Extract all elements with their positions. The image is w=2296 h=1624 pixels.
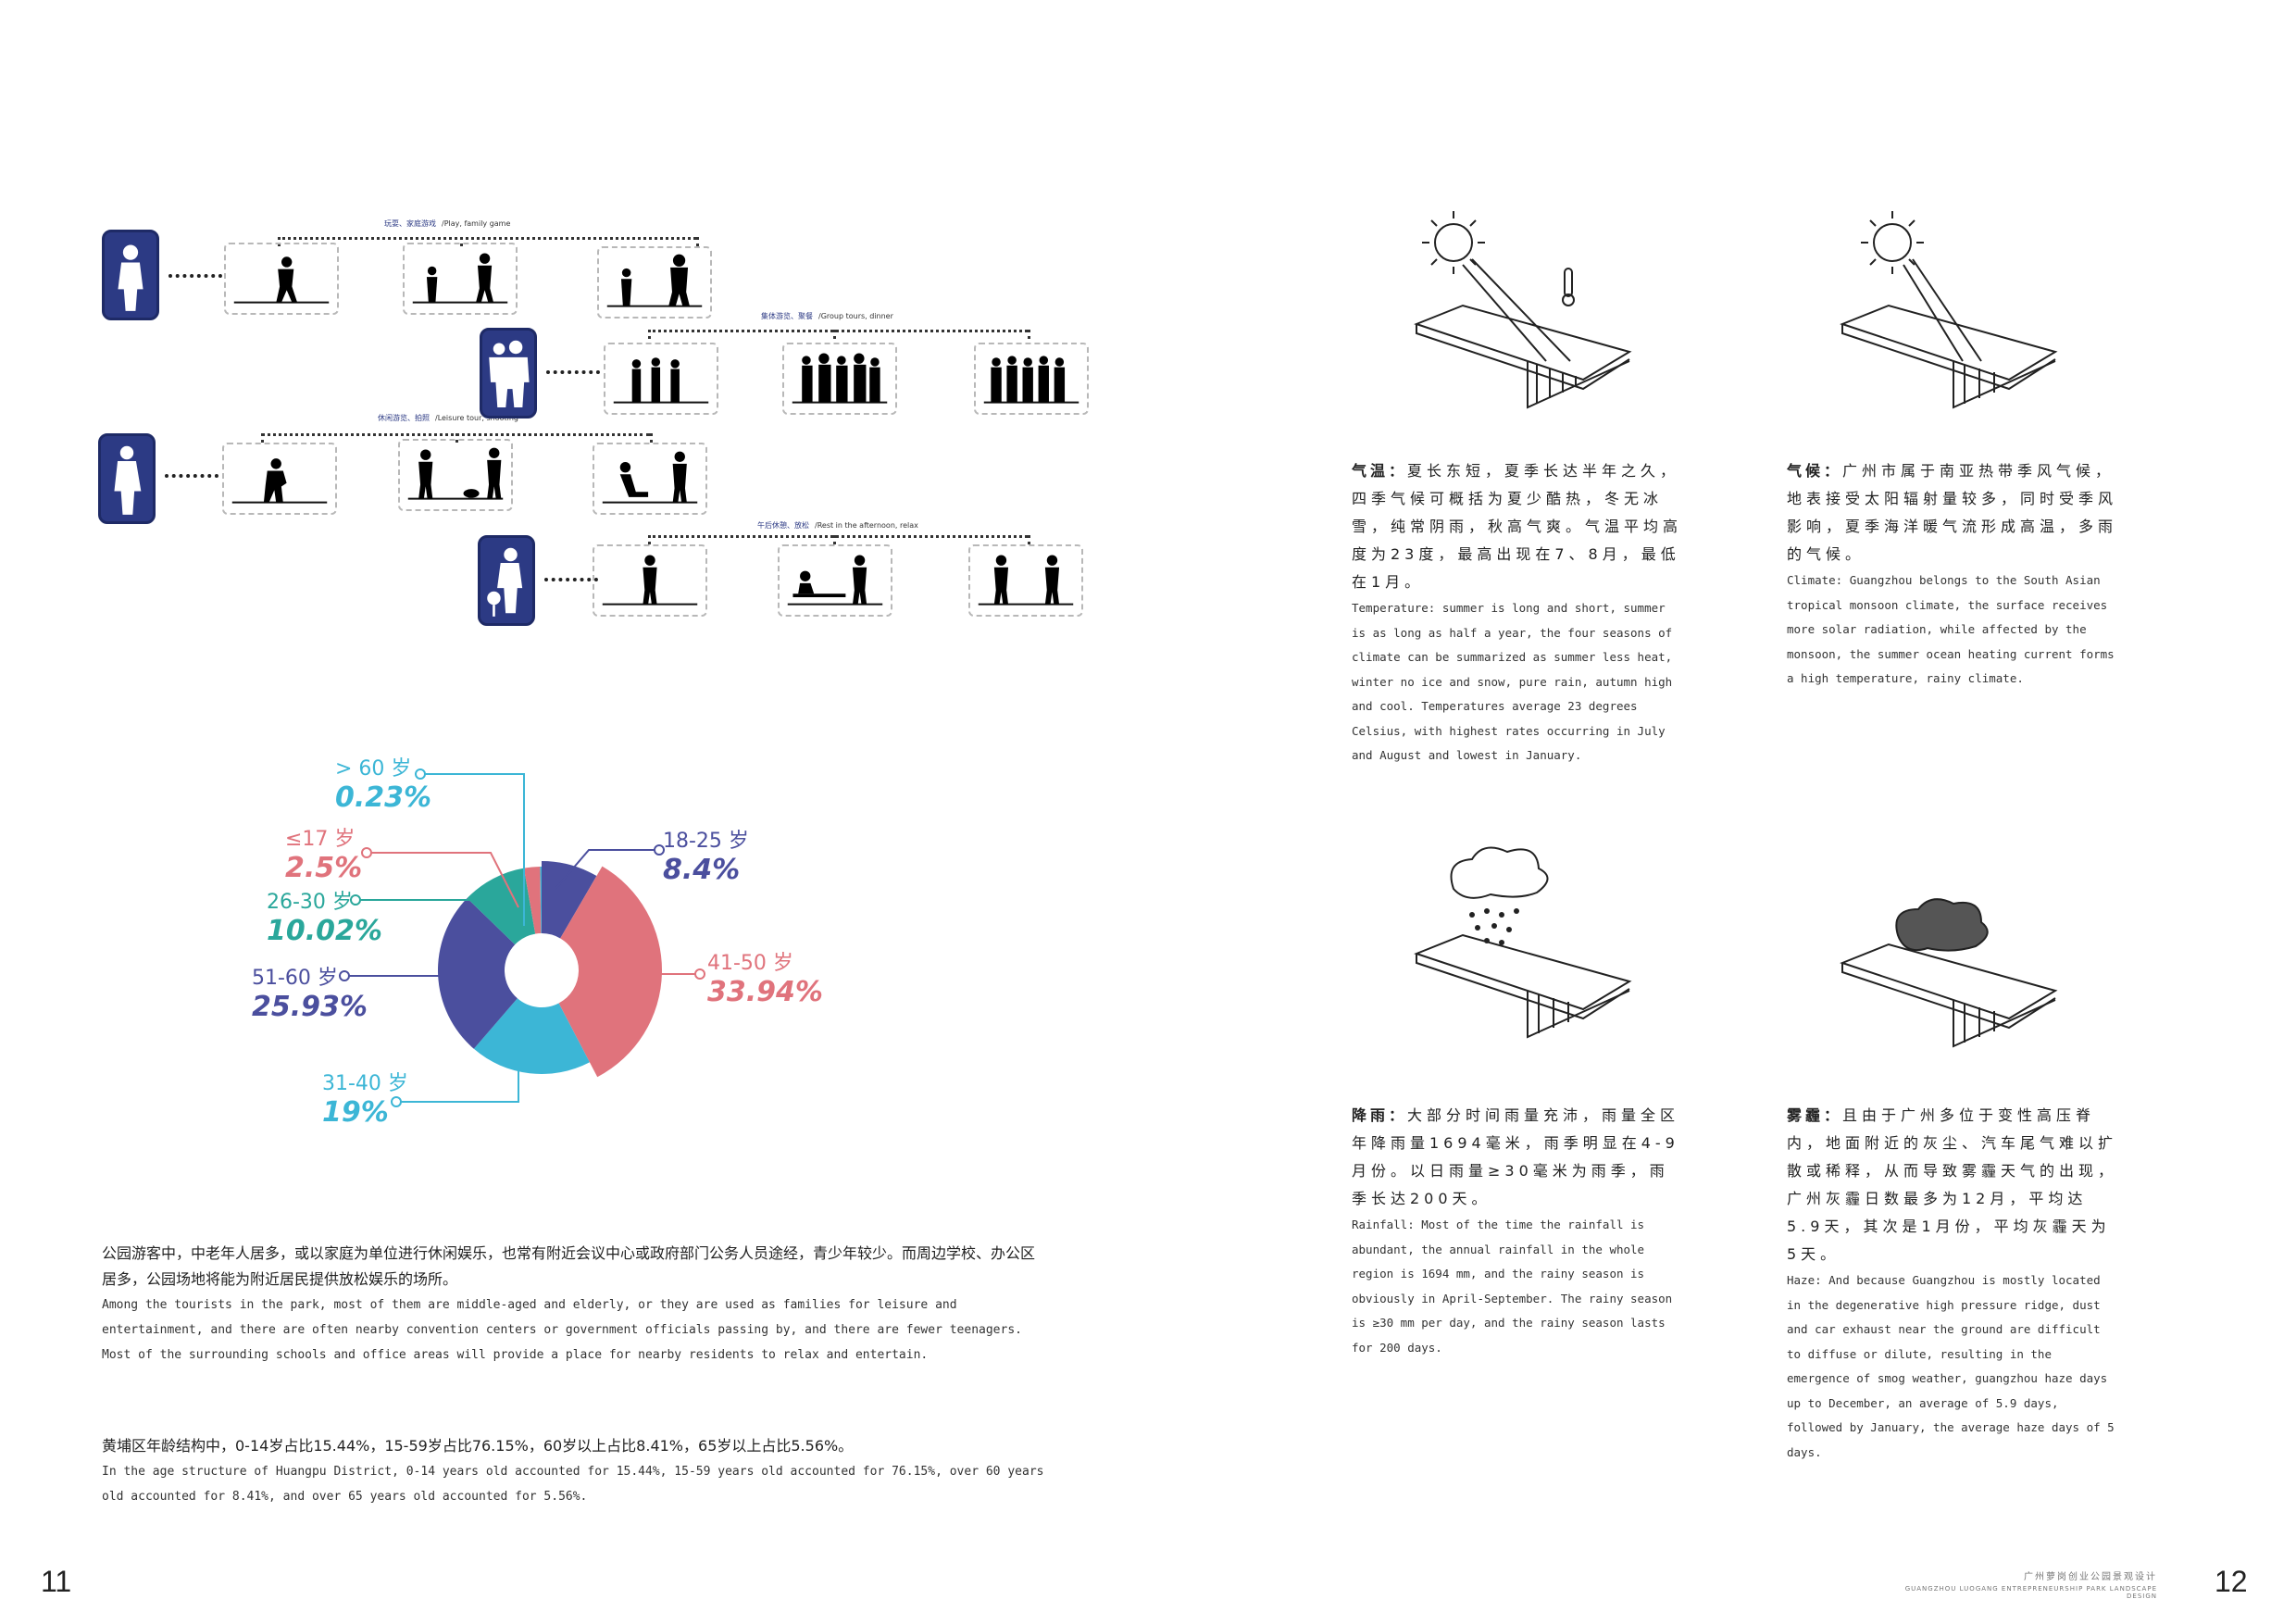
- label-under-17: ≤17 岁 2.5%: [285, 828, 363, 884]
- activity-group-tour-icon: [604, 343, 718, 415]
- connector: [544, 578, 598, 581]
- caption-play: 玩耍、家庭游戏/Play, family game: [384, 219, 511, 228]
- leader-marker: [350, 894, 361, 906]
- donut-slice: [523, 867, 542, 934]
- rainfall-illustration-icon: [1414, 846, 1632, 1039]
- persona-group-icon: [480, 328, 537, 418]
- label-over-60: > 60 岁 0.23%: [335, 757, 432, 814]
- leader-marker: [694, 968, 705, 980]
- leader-line: [367, 852, 519, 908]
- donut-slice: [473, 998, 590, 1075]
- activity-dog-walk-icon: [398, 439, 513, 511]
- activity-family-icon: [597, 246, 712, 319]
- persona-elderly-icon: [478, 535, 535, 626]
- donut-svg: [339, 768, 705, 1107]
- activity-sitting-icon: [593, 443, 707, 515]
- leader-marker: [415, 768, 426, 780]
- climate-section: 气候：广州市属于南亚热带季风气候，地表接受太阳辐射量较多，同时受季风影响，夏季海…: [1787, 462, 2118, 685]
- label-41-50: 41-50 岁 33.94%: [707, 952, 823, 1008]
- activity-group-dinner-icon: [974, 343, 1089, 415]
- activity-chat-icon: [968, 544, 1083, 617]
- page-number-right: 12: [2215, 1565, 2248, 1598]
- rainfall-section: 降雨：大部分时间雨量充沛，雨量全区年降雨量1694毫米，雨季明显在4-9月份。以…: [1352, 1106, 1680, 1355]
- climate-illustration-icon: [1840, 211, 2058, 409]
- activity-group-walk-icon: [782, 343, 897, 415]
- leader-marker: [391, 1096, 402, 1107]
- leader-line: [420, 773, 525, 926]
- donut-slice: [540, 867, 542, 934]
- donut-slice: [438, 898, 518, 1049]
- temperature-title: 气温：: [1352, 462, 1408, 480]
- donut-slice: [467, 868, 536, 945]
- activity-bench-relax-icon: [778, 544, 892, 617]
- connector: [168, 274, 222, 278]
- label-31-40: 31-40 岁 19%: [322, 1072, 408, 1129]
- footer-title-cn: 广州萝岗创业公园景观设计: [2024, 1572, 2157, 1582]
- donut-slice: [558, 866, 663, 1078]
- caption-rest: 午后休憩、放松/Rest in the afternoon, relax: [757, 521, 918, 530]
- temperature-section: 气温：夏长东短，夏季长达半年之久，四季气候可概括为夏少酷热，冬无冰雪，纯常阴雨，…: [1352, 462, 1683, 762]
- connector: [165, 474, 218, 478]
- leader-line: [396, 1065, 519, 1103]
- haze-illustration-icon: [1840, 898, 2058, 1048]
- temperature-illustration-icon: [1414, 211, 1632, 409]
- rainfall-title: 降雨：: [1352, 1106, 1408, 1124]
- leader-marker: [361, 847, 372, 858]
- activity-family-game-icon: [403, 243, 518, 315]
- label-26-30: 26-30 岁 10.02%: [267, 891, 382, 947]
- age-structure-paragraph: 黄埔区年龄结构中，0-14岁占比15.44%，15-59岁占比76.15%，60…: [102, 1437, 1044, 1504]
- persona-child-icon: [102, 230, 159, 320]
- haze-section: 雾霾：且由于广州多位于变性高压脊内，地面附近的灰尘、汽车尾气难以扩散或稀释，从而…: [1787, 1106, 2118, 1459]
- connector: [648, 535, 1028, 538]
- label-18-25: 18-25 岁 8.4%: [663, 830, 749, 886]
- climate-title: 气候：: [1787, 462, 1843, 480]
- connector: [278, 237, 696, 240]
- activity-play-icon: [224, 243, 339, 315]
- persona-adult-icon: [98, 433, 156, 524]
- activity-rest-icon: [593, 544, 707, 617]
- donut-slices: [438, 861, 663, 1078]
- haze-title: 雾霾：: [1787, 1106, 1843, 1124]
- connector: [546, 370, 600, 374]
- caption-group: 集体游览、聚餐/Group tours, dinner: [761, 312, 893, 320]
- park-visitors-paragraph: 公园游客中，中老年人居多，或以家庭为单位进行休闲娱乐，也常有附近会议中心或政府部…: [102, 1244, 1036, 1362]
- label-51-60: 51-60 岁 25.93%: [252, 967, 368, 1023]
- donut-leaders: [339, 768, 705, 1107]
- activity-photo-icon: [222, 443, 337, 515]
- leader-marker: [654, 844, 665, 856]
- page-number-left: 11: [41, 1565, 72, 1598]
- leader-marker: [339, 970, 350, 981]
- footer-title-en: GUANGZHOU LUOGANG ENTREPRENEURSHIP PARK …: [1904, 1585, 2157, 1600]
- connector: [648, 330, 1028, 332]
- leader-line: [555, 849, 659, 890]
- caption-leisure: 休闲游览、拍照/Leisure tour, shooting: [378, 414, 518, 422]
- donut-slice: [542, 861, 597, 939]
